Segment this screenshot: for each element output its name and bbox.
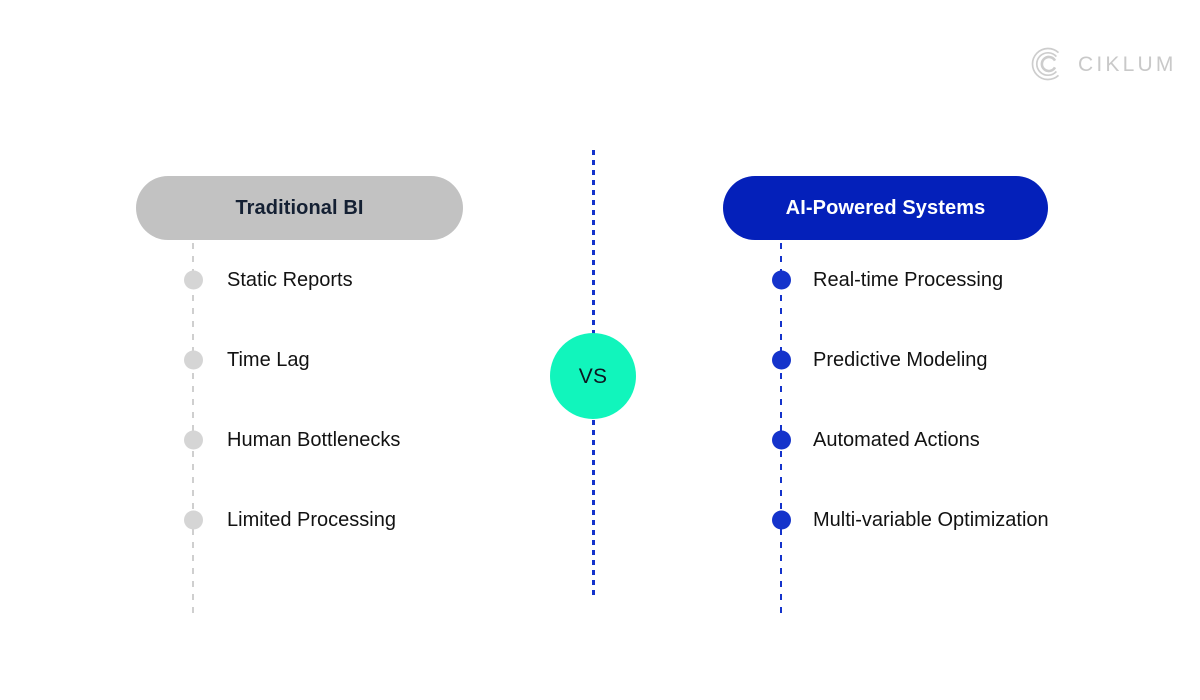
timeline-traditional-bi: Static Reports Time Lag Human Bottleneck…: [136, 230, 463, 620]
list-item-label: Human Bottlenecks: [227, 429, 401, 451]
vs-badge: VS: [550, 333, 636, 419]
list-item: Predictive Modeling: [723, 320, 1048, 400]
bullet-dot-icon: [184, 350, 203, 370]
timeline-track: [192, 230, 194, 620]
list-item-label: Limited Processing: [227, 509, 396, 531]
list-item-label: Multi-variable Optimization: [813, 509, 1049, 531]
list-item: Multi-variable Optimization: [723, 480, 1049, 560]
list-item: Limited Processing: [136, 480, 463, 560]
bullet-dot-icon: [184, 270, 203, 290]
list-item-label: Time Lag: [227, 349, 310, 371]
column-header-traditional-bi: Traditional BI: [136, 176, 463, 240]
vs-label: VS: [578, 364, 608, 388]
column-title: AI-Powered Systems: [785, 197, 986, 219]
list-item: Real-time Processing: [723, 240, 1048, 320]
column-traditional-bi: Traditional BI Static Reports Time Lag H…: [136, 176, 463, 620]
bullet-dot-icon: [184, 430, 203, 450]
timeline-ai-powered-systems: Real-time Processing Predictive Modeling…: [723, 230, 1049, 620]
column-ai-powered-systems: AI-Powered Systems Real-time Processing …: [723, 176, 1049, 620]
bullet-dot-icon: [772, 350, 791, 370]
timeline-track: [780, 230, 782, 620]
bullet-dot-icon: [772, 270, 791, 290]
list-item: Time Lag: [136, 320, 463, 400]
ciklum-c-arc-logo-icon: [1028, 45, 1066, 83]
brand-wordmark: CIKLUM: [1078, 52, 1177, 76]
bullet-dot-icon: [772, 430, 791, 450]
list-item-label: Static Reports: [227, 269, 353, 291]
list-item-label: Real-time Processing: [813, 269, 1004, 291]
column-title: Traditional BI: [235, 197, 364, 219]
list-item: Static Reports: [136, 240, 463, 320]
list-item: Automated Actions: [723, 400, 1048, 480]
bullet-dot-icon: [772, 510, 791, 530]
list-item-label: Predictive Modeling: [813, 349, 988, 371]
column-header-ai-powered-systems: AI-Powered Systems: [723, 176, 1048, 240]
bullet-dot-icon: [184, 510, 203, 530]
list-item-label: Automated Actions: [813, 429, 980, 451]
brand-logo: CIKLUM: [1028, 45, 1177, 83]
list-item: Human Bottlenecks: [136, 400, 463, 480]
